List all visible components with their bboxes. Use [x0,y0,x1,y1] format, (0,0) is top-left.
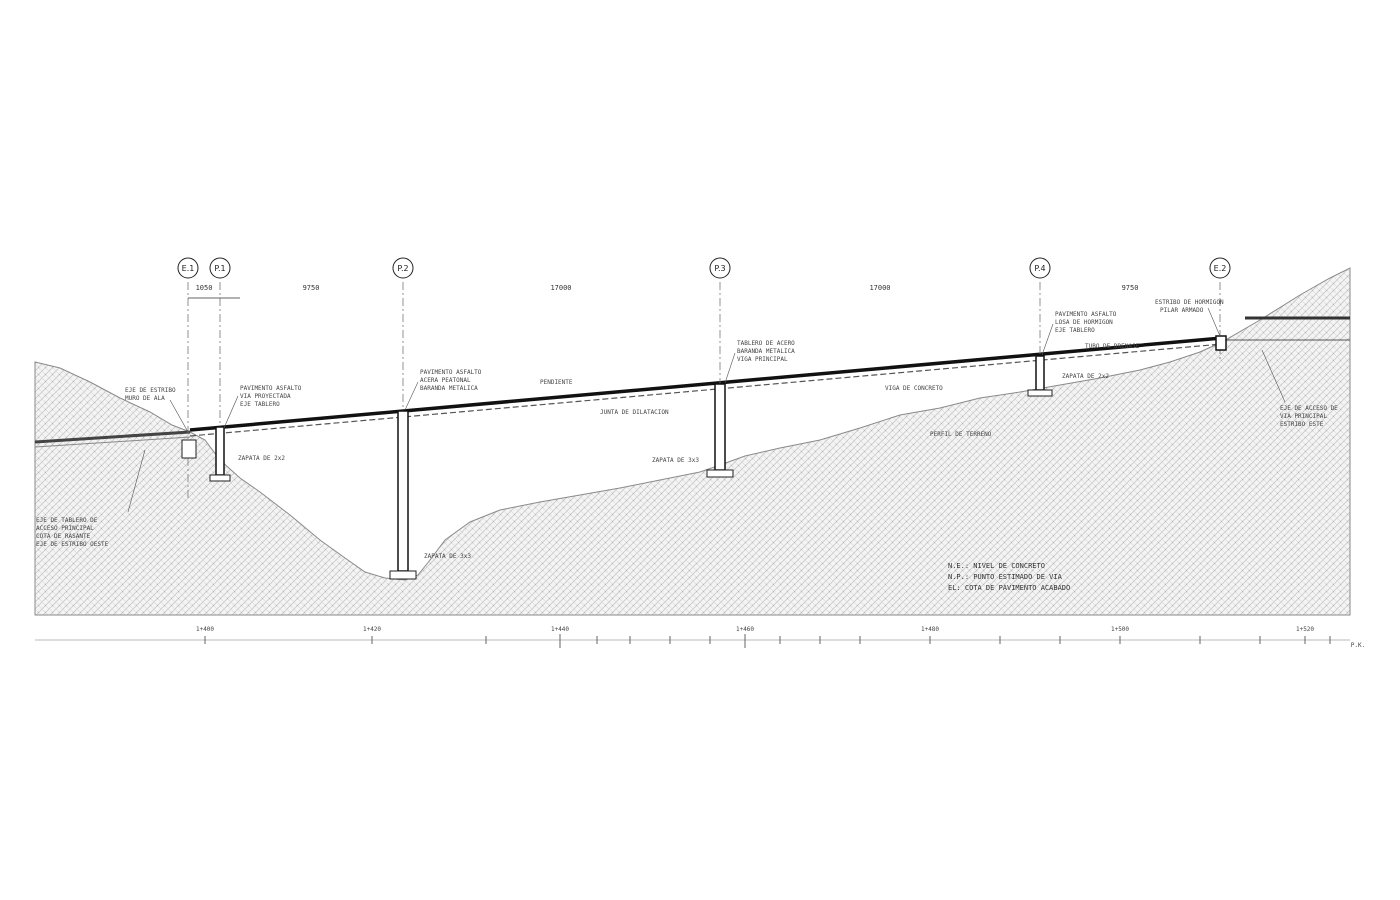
note-right-2: VIA PRINCIPAL [1280,413,1327,420]
axis-tag-p1: P.1 [214,264,225,273]
span-label-2: 9750 [303,284,320,292]
pier-p2 [397,410,409,572]
note-right-3: ESTRIBO ESTE [1280,421,1324,428]
footing-p3 [706,469,734,478]
station-4: 1+460 [736,626,754,633]
bridge-deck-top [189,336,1223,432]
note-deck-1: PENDIENTE [540,379,573,386]
note-p1-line2: VIA PROYECTADA [240,393,291,400]
note-e2-line2: PILAR ARMADO [1160,307,1204,314]
legend: N.E.: NIVEL DE CONCRETO N.P.: PUNTO ESTI… [948,562,1070,592]
axis-tag-p2-circle [392,257,414,279]
note-p3-line2: BARANDA METALICA [737,348,795,355]
axis-tag-e1-circle [177,257,199,279]
span-label-3: 17000 [550,284,571,292]
note-left-bottom-1: EJE DE TABLERO DE [36,517,98,524]
note-p4-base: ZAPATA DE 2x2 [1062,373,1109,380]
axis-tag-p4-circle [1029,257,1051,279]
note-deck-2: JUNTA DE DILATACION [600,409,669,416]
note-p2-line2: ACERA PEATONAL [420,377,471,384]
legend-line-2: N.P.: PUNTO ESTIMADO DE VIA [948,573,1063,581]
left-approach-road [34,430,191,444]
station-7: 1+520 [1296,626,1314,633]
abutment-e2 [1215,335,1227,351]
note-p1-base: ZAPATA DE 2x2 [238,455,285,462]
note-left-bottom-2: ACCESO PRINCIPAL [36,525,94,532]
station-1: 1+400 [196,626,214,633]
footing-p4 [1027,389,1053,397]
station-5: 1+480 [921,626,939,633]
note-p3-base: ZAPATA DE 3x3 [652,457,699,464]
note-deck-3: PERFIL DE TERRENO [930,431,992,438]
axis-tag-p3-circle [709,257,731,279]
axis-tag-p4: P.4 [1034,264,1045,273]
footing-p2 [389,570,417,580]
note-left-bottom-3: COTA DE RASANTE [36,533,91,540]
legend-line-3: EL: COTA DE PAVIMENTO ACABADO [948,584,1070,592]
note-e2-line1: ESTRIBO DE HORMIGON [1155,299,1224,306]
note-p2-line1: PAVIMENTO ASFALTO [420,369,482,376]
note-p3-line1: TABLERO DE ACERO [737,340,795,347]
legend-line-1: N.E.: NIVEL DE CONCRETO [948,562,1045,570]
axis-tag-e2: E.2 [1214,264,1227,273]
note-p2-base: ZAPATA DE 3x3 [424,553,471,560]
axis-tag-p3: P.3 [714,264,725,273]
note-p4-line2: LOSA DE HORMIGON [1055,319,1113,326]
note-left-line1: EJE DE ESTRIBO [125,387,176,394]
pier-p4 [1035,355,1045,391]
station-6: 1+500 [1111,626,1129,633]
station-2: 1+420 [363,626,381,633]
bridge-deck-bottom [189,343,1223,437]
note-deck-4: VIGA DE CONCRETO [885,385,943,392]
note-p4-line3: EJE TABLERO [1055,327,1095,334]
note-p1-line1: PAVIMENTO ASFALTO [240,385,302,392]
axis-tag-e2-circle [1209,257,1231,279]
note-p4-line1: PAVIMENTO ASFALTO [1055,311,1117,318]
note-p2-line3: BARANDA METALICA [420,385,478,392]
note-p3-line3: VIGA PRINCIPAL [737,356,788,363]
span-label-1: 1050 [196,284,213,292]
pier-p1 [215,426,225,476]
note-p1-line3: EJE TABLERO [240,401,280,408]
station-3: 1+440 [551,626,569,633]
footing-p1 [209,474,231,482]
note-deck-5: TUBO DE DRENAJE [1085,343,1140,350]
footing-e1 [181,439,197,459]
terrain-profile [34,267,1351,616]
note-left-line2: MURO DE ALA [125,395,165,402]
span-label-4: 17000 [869,284,890,292]
axis-tag-p2: P.2 [397,264,408,273]
axis-tag-p1-circle [209,257,231,279]
span-label-5: 9750 [1122,284,1139,292]
station-scale-end: P.K. [1351,642,1365,649]
note-left-bottom-4: EJE DE ESTRIBO OESTE [36,541,109,548]
axis-tag-e1: E.1 [182,264,195,273]
note-right-1: EJE DE ACCESO DE [1280,405,1338,412]
pier-p3 [714,383,726,471]
